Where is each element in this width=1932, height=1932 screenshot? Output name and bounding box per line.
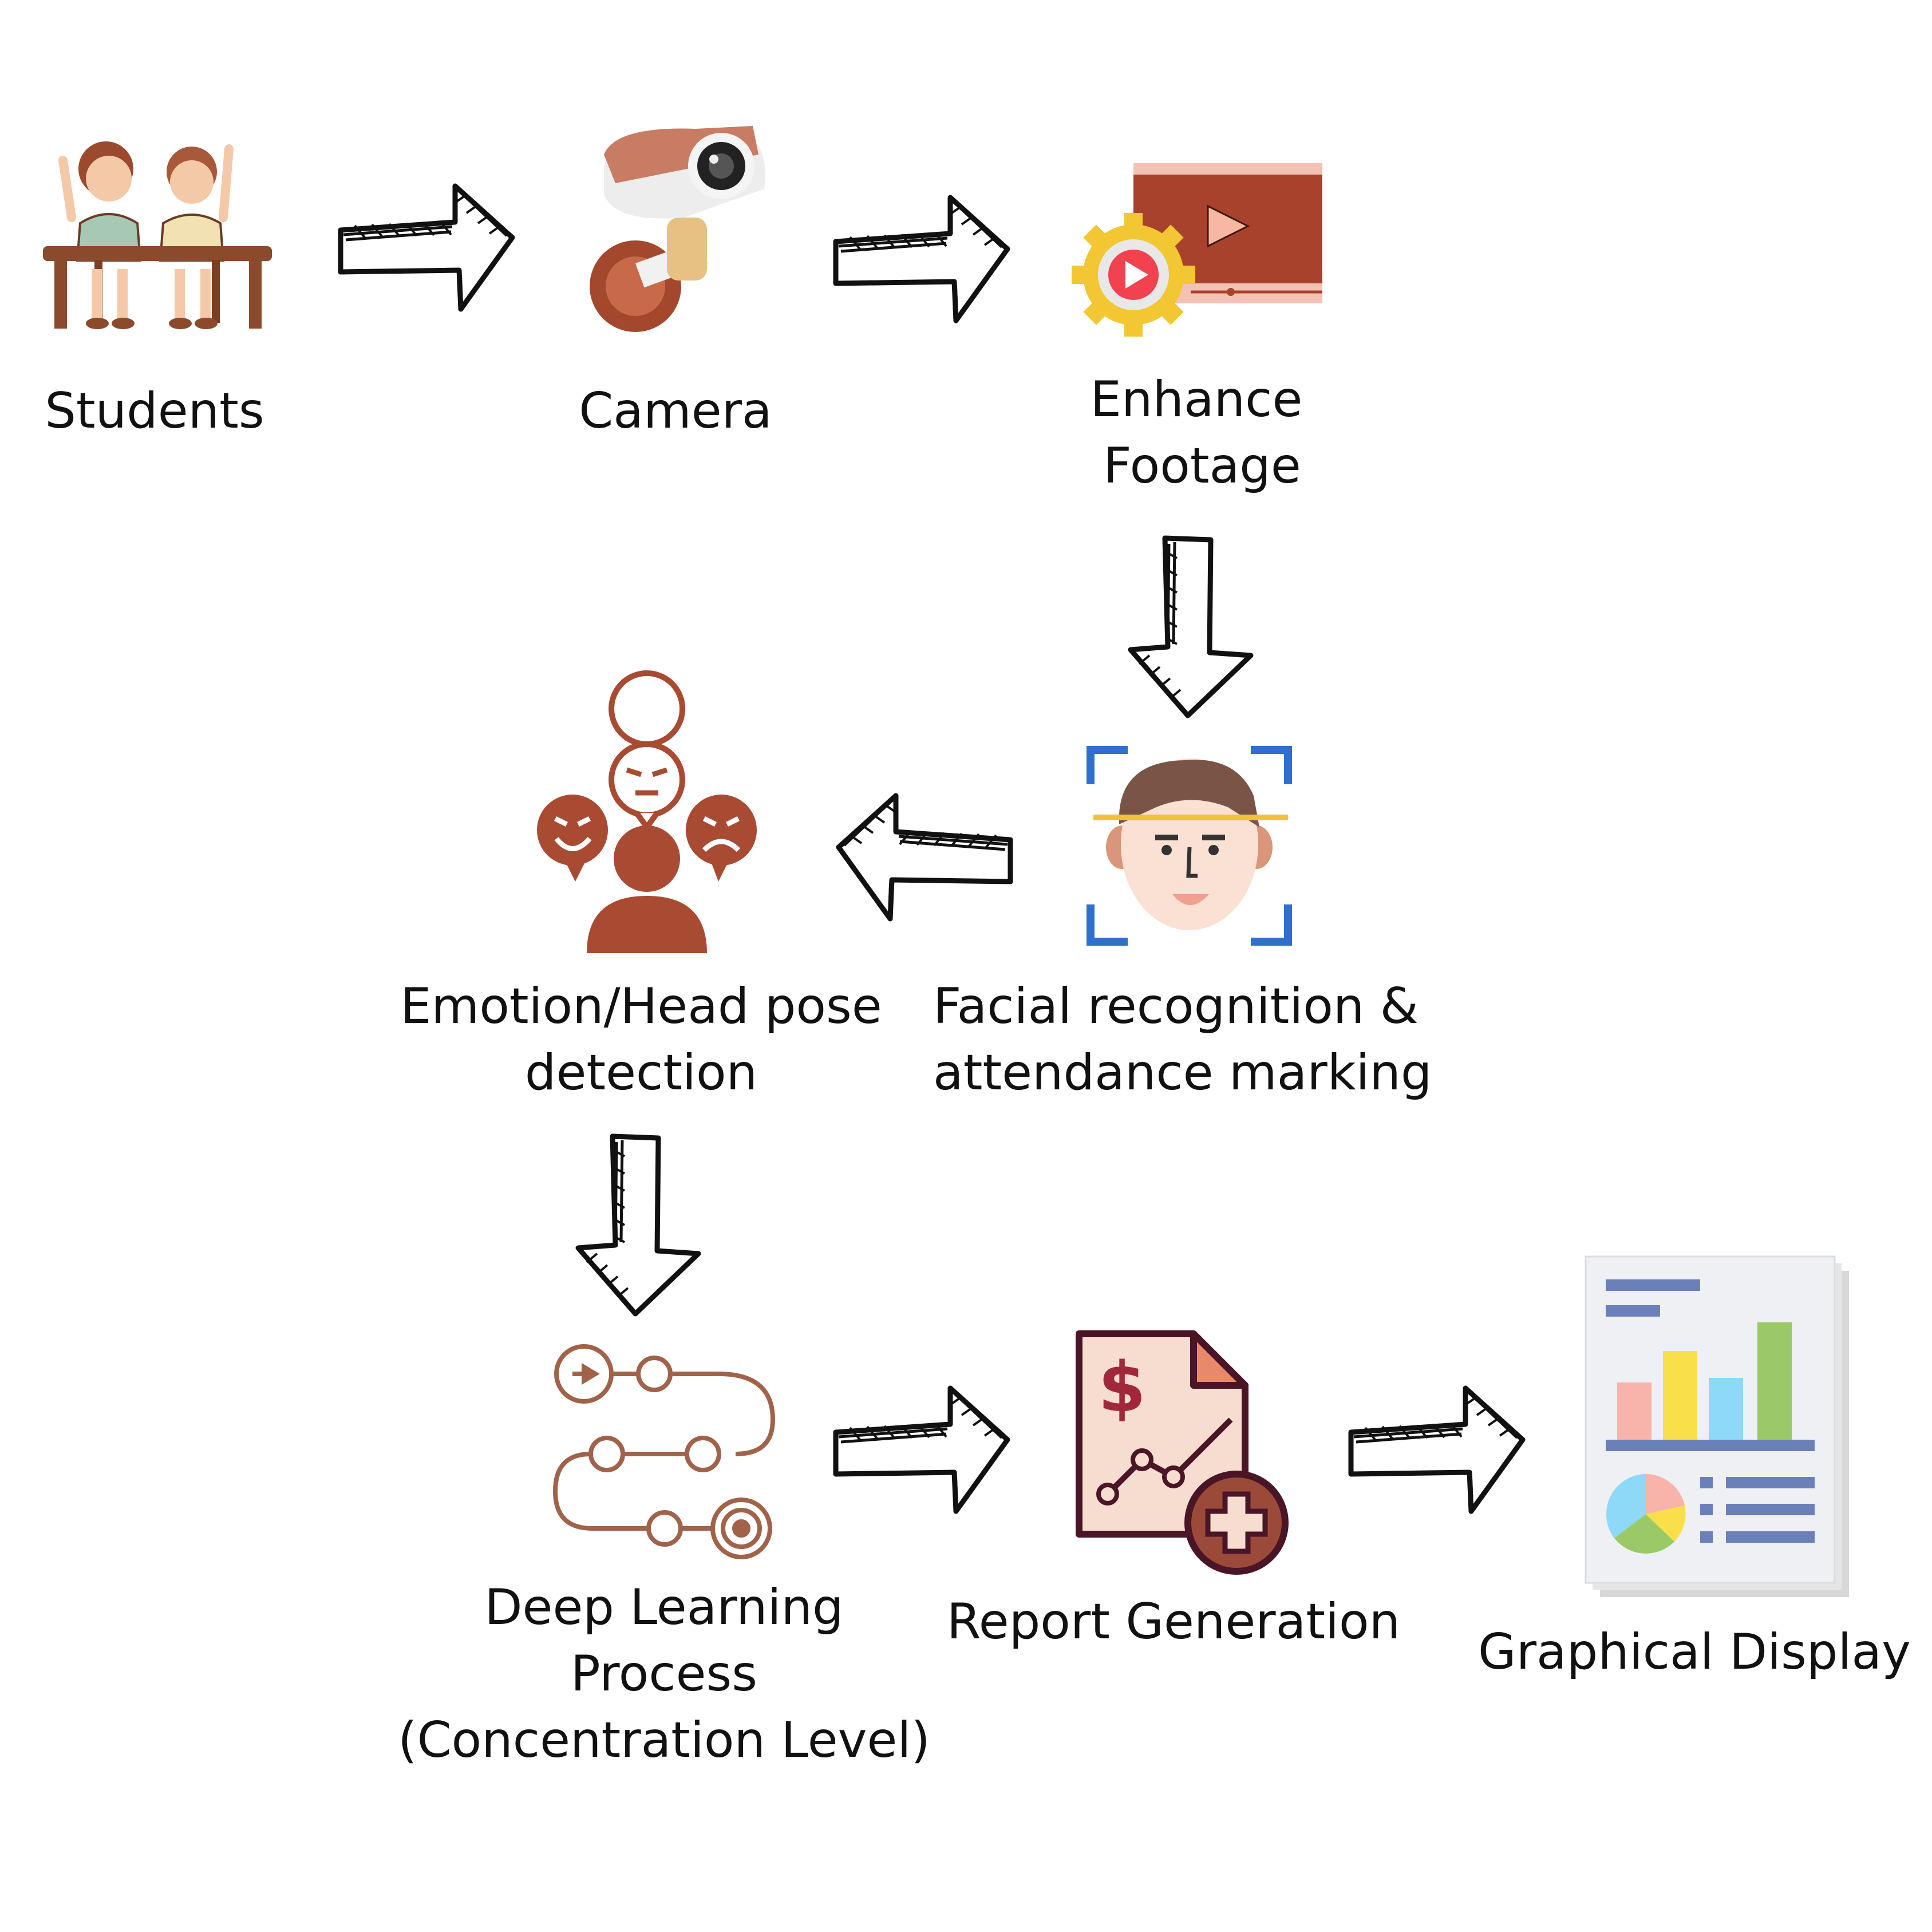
arrow-facial-to-emotion xyxy=(839,796,1010,919)
students-at-desk-icon xyxy=(43,141,272,329)
label-facial-line-1: Facial recognition & xyxy=(933,978,1419,1035)
label-report-generation: Report Generation xyxy=(927,1589,1420,1655)
label-facial-line-2: attendance marking xyxy=(933,1044,1432,1101)
label-emotion-line-2: detection xyxy=(524,1044,758,1101)
arrow-enhance-to-facial xyxy=(1131,538,1251,716)
dashboard-report-icon xyxy=(1585,1255,1849,1597)
label-students-line-1: Students xyxy=(45,382,264,440)
label-deep-line-2: Process xyxy=(570,1645,758,1702)
arrow-emotion-to-deep xyxy=(578,1136,698,1314)
face-scan-icon xyxy=(1086,746,1292,946)
label-camera-line-1: Camera xyxy=(579,382,772,440)
label-emotion-line-1: Emotion/Head pose xyxy=(400,978,882,1035)
label-graphical-display: Graphical Display xyxy=(1465,1619,1923,1685)
label-enhance-line-1: Enhance xyxy=(1090,371,1303,428)
person-emotions-icon xyxy=(537,670,757,953)
label-students: Students xyxy=(34,378,275,444)
label-enhance-line-2: Footage xyxy=(1103,437,1301,495)
arrow-deep-to-report xyxy=(836,1388,1008,1511)
label-deep-line-3: (Concentration Level) xyxy=(398,1712,930,1769)
label-deep-line-1: Deep Learning xyxy=(484,1579,844,1636)
label-emotion-detection: Emotion/Head pose detection xyxy=(384,973,899,1106)
process-path-icon xyxy=(552,1344,776,1559)
financial-report-icon: $ xyxy=(1076,1330,1289,1575)
arrow-students-to-camera xyxy=(341,186,512,309)
label-graphical-line-1: Graphical Display xyxy=(1478,1623,1911,1681)
label-enhance-footage: Enhance Footage xyxy=(1048,366,1345,499)
security-camera-icon xyxy=(590,126,765,332)
arrow-camera-to-enhance xyxy=(836,197,1008,321)
label-camera: Camera xyxy=(555,378,796,444)
label-deep-learning: Deep Learning Process (Concentration Lev… xyxy=(389,1574,939,1773)
svg-text:$: $ xyxy=(1098,1348,1146,1428)
arrow-report-to-graphical xyxy=(1351,1388,1523,1511)
label-facial-recognition: Facial recognition & attendance marking xyxy=(933,973,1437,1106)
video-player-gear-icon xyxy=(1072,163,1322,337)
label-report-line-1: Report Generation xyxy=(946,1593,1401,1650)
